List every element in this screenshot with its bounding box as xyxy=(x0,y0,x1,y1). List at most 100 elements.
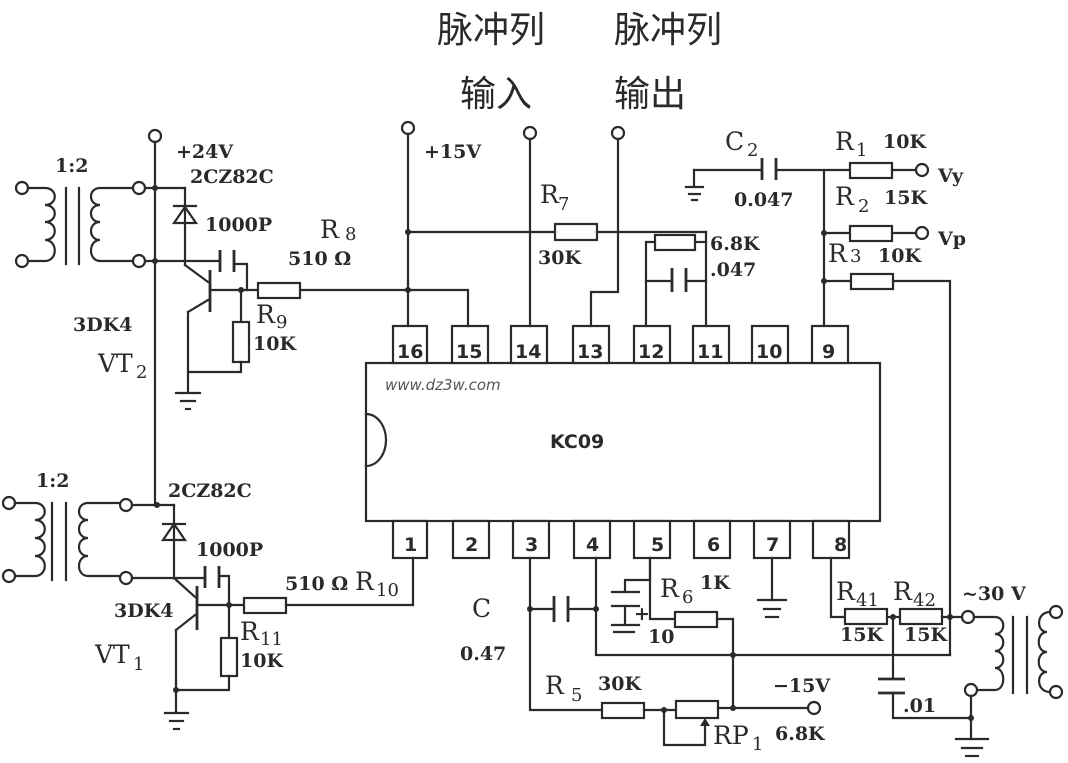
pin-3-label: 3 xyxy=(525,534,538,556)
secondary-terminal xyxy=(118,497,134,513)
wire-pin5 xyxy=(648,556,677,621)
vt1-name: VT xyxy=(94,640,130,669)
pin-9 xyxy=(810,324,850,365)
r7-sub: 7 xyxy=(558,194,569,215)
minus15-terminal xyxy=(806,700,822,716)
r3-name: R xyxy=(828,239,848,268)
ac-secondary-terminal xyxy=(1048,604,1064,620)
input-terminal xyxy=(1,568,17,584)
vp-label: Vp xyxy=(937,228,966,250)
transformer-lower xyxy=(1,495,134,586)
potentiometer-rp1 xyxy=(674,699,720,720)
secondary-coil xyxy=(89,186,135,263)
transistor-vt1-collector xyxy=(172,576,197,599)
pin-1 xyxy=(391,519,429,560)
pin-15 xyxy=(450,324,490,365)
ic-notch xyxy=(364,412,388,468)
title-pulse-output-line2: 输出 xyxy=(614,74,686,115)
pin-1-label: 1 xyxy=(404,534,417,556)
wire xyxy=(623,556,652,594)
input-terminal xyxy=(14,180,30,196)
ic-top-pins: 16 15 14 13 12 11 10 9 xyxy=(391,324,850,365)
r8-name: R xyxy=(320,215,340,244)
ac-primary-coil xyxy=(972,615,1005,692)
resistor-r8 xyxy=(256,281,302,300)
r11-value: 10K xyxy=(240,650,284,672)
title-pulse-input-line2: 输入 xyxy=(460,74,532,115)
r9-sub: 9 xyxy=(276,312,287,333)
vt1-ratio: 1:2 xyxy=(36,470,69,492)
junction xyxy=(173,687,179,693)
r1-value: 10K xyxy=(883,131,927,153)
junction xyxy=(405,287,411,293)
minus15-label: −15V xyxy=(773,675,831,697)
pin-11-label: 11 xyxy=(697,341,723,363)
c-value: 0.47 xyxy=(460,643,506,665)
ic-label: KC09 xyxy=(550,431,604,453)
watermark: www.dz3w.com xyxy=(385,376,501,394)
r41-sub: 41 xyxy=(856,590,879,611)
r11-sub: 11 xyxy=(260,629,283,650)
c-name: C xyxy=(472,594,491,623)
r3-value: 10K xyxy=(878,245,922,267)
r9-value: 10K xyxy=(253,333,297,355)
wire-pin15 xyxy=(298,288,470,328)
vp-terminal xyxy=(914,225,930,241)
primary-coil xyxy=(13,501,46,578)
pin-14 xyxy=(509,324,549,365)
vt1-cap-label: 1000P xyxy=(196,539,263,561)
r12-value: 6.8K xyxy=(710,233,761,255)
diode-vt2 xyxy=(171,205,199,225)
r5-value: 30K xyxy=(598,673,642,695)
transformer-ac xyxy=(972,604,1064,700)
wire xyxy=(891,691,973,720)
junction xyxy=(968,715,974,721)
pulse-output-terminal xyxy=(610,125,626,141)
wire-r3-to-ac xyxy=(891,279,952,657)
transistor-vt1-emitter xyxy=(174,613,197,632)
ac-terminal xyxy=(963,682,979,698)
r8-value: 510 Ω xyxy=(288,248,351,270)
c2-name: C xyxy=(725,127,744,156)
r42-sub: 42 xyxy=(913,590,936,611)
primary-coil xyxy=(26,186,56,263)
c-filter-value: .01 xyxy=(903,695,936,717)
pin-2-label: 2 xyxy=(465,534,478,556)
wire-pin13 xyxy=(589,137,620,328)
wire-rp1-wiper xyxy=(662,708,707,747)
resistor-r42 xyxy=(898,607,944,626)
r5-sub: 5 xyxy=(571,685,582,706)
resistor-r9 xyxy=(231,320,251,364)
pin-12 xyxy=(632,324,672,365)
pin-11 xyxy=(691,324,731,365)
rp1-sub: 1 xyxy=(752,734,763,755)
pin-16-label: 16 xyxy=(397,341,423,363)
junction xyxy=(527,606,533,612)
resistor-r41 xyxy=(843,607,889,626)
r2-value: 15K xyxy=(884,187,928,209)
pin-12-label: 12 xyxy=(638,341,664,363)
rp1-value: 6.8K xyxy=(775,723,826,745)
rp1-name: RP xyxy=(713,721,749,750)
r11-name: R xyxy=(240,617,260,646)
rp1-wiper-arrow xyxy=(700,718,710,726)
pin-4 xyxy=(572,519,612,560)
diode-vt1 xyxy=(160,522,188,542)
wire-pin4 xyxy=(594,556,952,657)
c12-value: .047 xyxy=(710,259,756,281)
r6-name: R xyxy=(660,574,680,603)
r2-sub: 2 xyxy=(858,196,869,217)
vt1-sub: 1 xyxy=(133,654,144,675)
ac30-label: ~30 V xyxy=(962,583,1027,605)
junction xyxy=(730,705,736,711)
plus24-terminal xyxy=(147,128,163,144)
vt1-diode-label: 2CZ82C xyxy=(168,480,252,502)
r5-name: R xyxy=(545,671,565,700)
vt2-type: 3DK4 xyxy=(73,314,132,336)
secondary-terminal xyxy=(131,253,147,269)
r7-name: R xyxy=(540,180,560,209)
resistor-r1 xyxy=(848,161,894,180)
plus24-label: +24V xyxy=(176,141,234,163)
pin-4-label: 4 xyxy=(586,534,599,556)
